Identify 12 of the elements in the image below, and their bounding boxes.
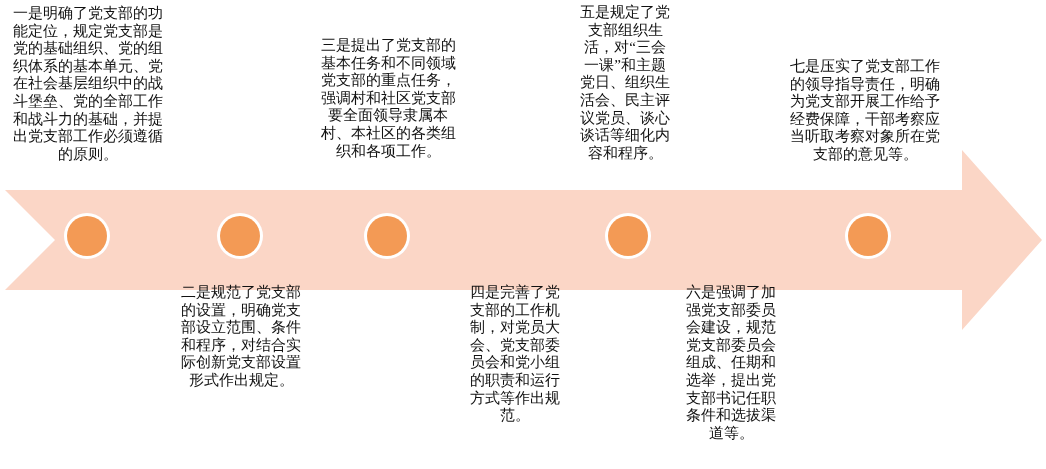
timeline-circle <box>67 216 107 256</box>
timeline-circle <box>608 216 648 256</box>
timeline-note: 一是明确了党支部的功能定位，规定党支部是党的基础组织、党的组织体系的基本单元、党在社会基层组织中的战斗堡垒、党的全部工作和战斗力的基础，并提出党支部工作必须遵循的原则。 <box>12 5 164 164</box>
timeline-circle <box>848 216 888 256</box>
timeline-note: 六是强调了加强党支部委员会建设，规范党支部委员会组成、任期和选举，提出党支部书记任职条件和选拔渠道等。 <box>685 284 777 443</box>
timeline-note: 二是规范了党支部的设置，明确党支部设立范围、条件和程序，对结合实际创新党支部设置形式作出规定。 <box>180 284 302 390</box>
timeline-note: 七是压实了党支部工作的领导指导责任，明确为党支部开展工作给予经费保障，干部考察应当听取考察对象所在党支部的意见等。 <box>790 58 940 164</box>
timeline-note: 三是提出了党支部的基本任务和不同领域党支部的重点任务，强调村和社区党支部要全面领导隶属本村、本社区的各类组织和各项工作。 <box>319 37 457 161</box>
timeline-note: 四是完善了党支部的工作机制，对党员大会、党支部委员会和党小组的职责和运行方式等作出规范。 <box>470 284 560 425</box>
timeline-note: 五是规定了党支部组织生活，对“三会一课”和主题党日、组织生活会、民主评议党员、谈心谈话等细化内容和程序。 <box>579 4 671 163</box>
timeline-circle <box>220 216 260 256</box>
timeline-circle <box>367 216 407 256</box>
